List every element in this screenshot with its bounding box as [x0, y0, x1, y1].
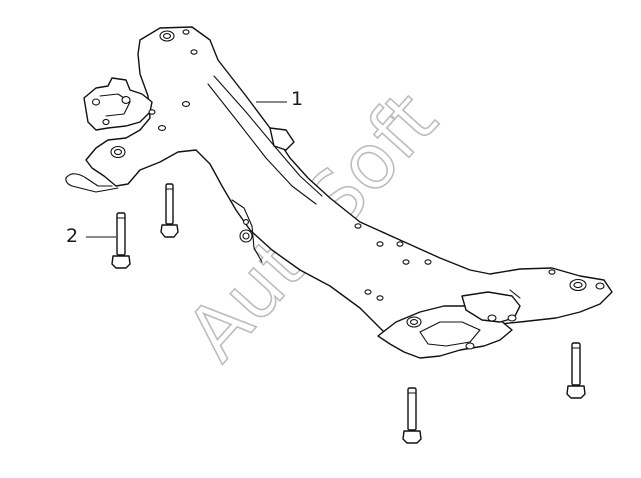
callout-number-2: 2 [66, 225, 79, 247]
bolt-center [402, 387, 422, 444]
bolt-left-b [160, 183, 179, 238]
callout-number-1: 1 [291, 88, 304, 110]
bolt-left-a [111, 212, 131, 269]
subframe-crossmember [65, 26, 613, 359]
bolt-right-a [566, 342, 586, 399]
